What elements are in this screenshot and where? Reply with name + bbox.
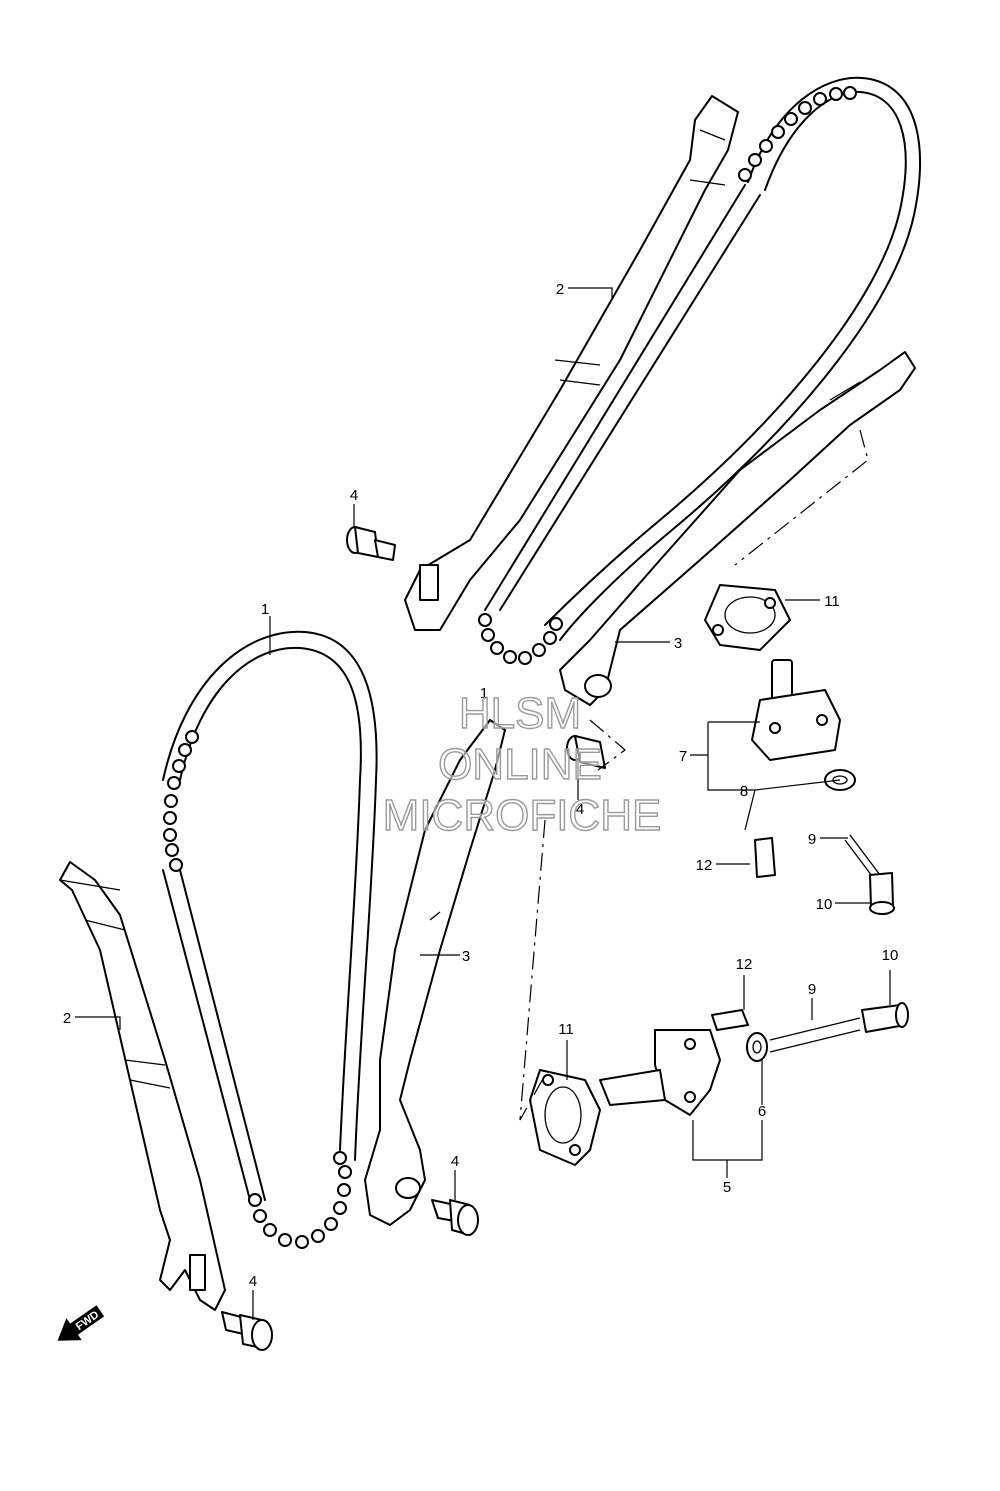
lower-tensioner-gasket [529,1069,601,1166]
callout-9-upper: 9 [808,831,816,848]
callout-4-upper: 4 [350,487,358,504]
callout-2-upper: 2 [556,281,564,298]
callout-1-upper: 1 [261,601,269,618]
callout-6: 6 [758,1103,766,1120]
callout-8: 8 [740,783,748,800]
callout-9-lower: 9 [808,981,816,998]
callout-7: 7 [679,748,687,765]
callout-10-lower: 10 [882,947,899,964]
middle-guide-bolt [566,735,606,769]
watermark-line-3: MICROFICHE [383,791,662,840]
callout-3-lower: 3 [462,948,470,965]
leader-lines [75,287,891,1320]
upper-guide-bolt [346,526,396,561]
lower-chain-links-top [163,730,199,872]
upper-cam-chain [478,76,921,665]
lower-guide-bolt-left [221,1311,273,1351]
callout-4-middle: 4 [576,801,584,818]
callout-12-lower: 12 [736,956,753,973]
upper-chain-links-bottom [478,613,563,665]
upper-tensioner-bolt [754,837,776,878]
upper-chain-links-top [738,86,857,182]
lower-tensioner-bolt [711,1009,749,1031]
callout-4-lower-right: 4 [451,1153,459,1170]
lower-tensioner-cap-bolt [861,1002,909,1033]
callout-4-lower-left: 4 [249,1273,257,1290]
lower-tensioner-spring [769,1017,861,1053]
callout-5: 5 [723,1179,731,1196]
upper-tensioner-gasket [704,584,791,651]
upper-chain-guide [404,95,739,631]
lower-guide-bolt-right [431,1199,479,1236]
callout-1-lower: 1 [480,685,488,702]
lower-cam-chain [162,630,378,1249]
callout-labels: 1 1 2 2 3 3 4 4 4 4 5 6 7 8 9 9 10 10 11… [63,281,899,1290]
callout-10-upper: 10 [816,896,833,913]
watermark-line-1: HLSM [459,689,581,738]
lower-tensioner-body [599,1029,721,1116]
callout-12-upper: 12 [696,857,713,874]
lower-chain-links-bottom [248,1151,352,1249]
callout-2-lower: 2 [63,1010,71,1027]
callout-11-lower: 11 [558,1021,574,1038]
upper-chain-guide-rail [559,351,916,706]
fwd-arrow-icon: FWD [57,1305,105,1341]
callout-11-upper: 11 [824,593,840,610]
upper-tensioner-body [751,659,841,761]
watermark: HLSM ONLINE MICROFICHE [382,688,662,840]
watermark-line-2: ONLINE [438,740,602,789]
callout-3-upper: 3 [674,635,682,652]
upper-tensioner-cap-bolt [869,872,895,915]
upper-tensioner-spring [844,834,881,881]
lower-chain-guide [59,861,226,1311]
lower-chain-guide-rail [364,719,506,1226]
lower-tensioner-washer [746,1032,768,1062]
